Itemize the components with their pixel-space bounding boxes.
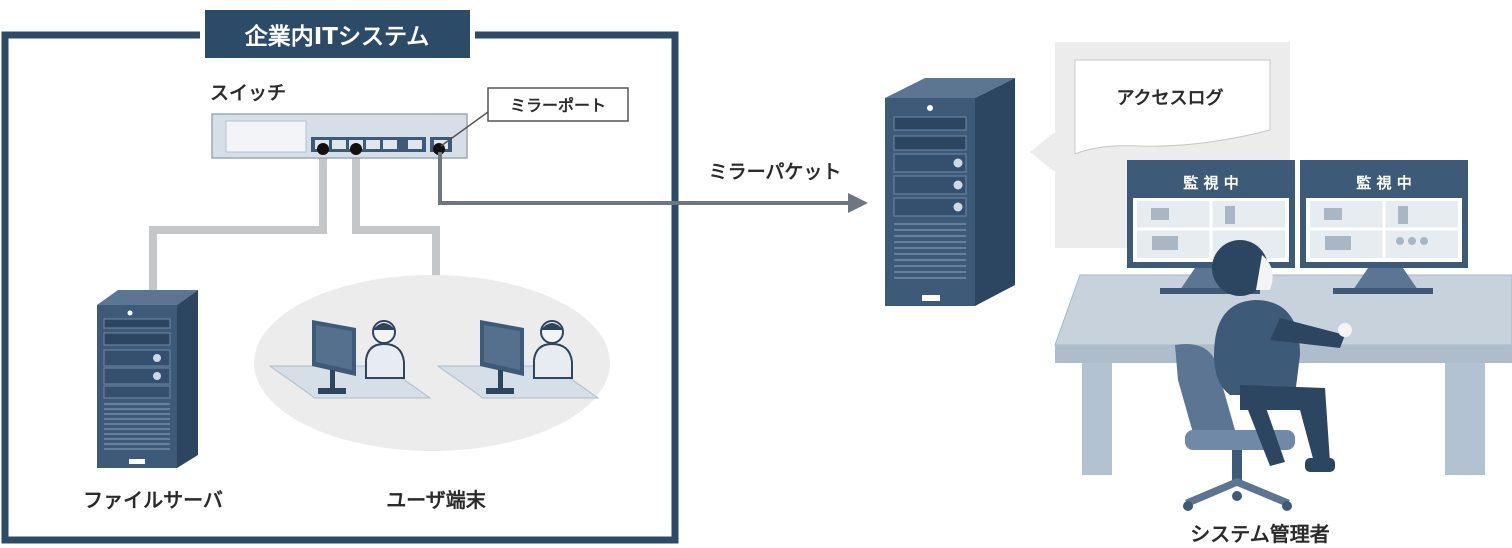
user-terminal-label: ユーザ端末: [386, 488, 487, 512]
monitor-icon-left: 監 視 中: [1127, 160, 1295, 294]
file-server-label: ファイルサーバ: [83, 488, 223, 512]
access-log-label: アクセスログ: [1116, 87, 1223, 109]
user-area: [254, 275, 610, 451]
enterprise-frame: 企業内ITシステム: [1, 5, 679, 544]
mirror-port-callout: ミラーポート: [440, 87, 629, 147]
switch-label: スイッチ: [210, 82, 286, 104]
frame-title: 企業内ITシステム: [244, 23, 430, 50]
admin-label: システム管理者: [1190, 522, 1329, 546]
monitor-right-text: 監 視 中: [1356, 174, 1411, 192]
mirror-port-label: ミラーポート: [510, 96, 606, 115]
user-terminal-right: [436, 320, 600, 399]
switch-icon: [211, 113, 468, 159]
user-terminal-left: [268, 320, 432, 399]
person-icon: [1212, 240, 1352, 472]
monitor-icon-right: 監 視 中: [1300, 160, 1468, 294]
mirror-packet-arrow: [438, 152, 868, 213]
chair-icon: [1175, 344, 1295, 511]
mirror-packet-label: ミラーパケット: [709, 161, 842, 183]
server-icon: [97, 290, 198, 468]
cables: [149, 152, 440, 290]
monitor-left-text: 監 視 中: [1183, 174, 1238, 192]
log-server-icon: [885, 78, 1015, 306]
